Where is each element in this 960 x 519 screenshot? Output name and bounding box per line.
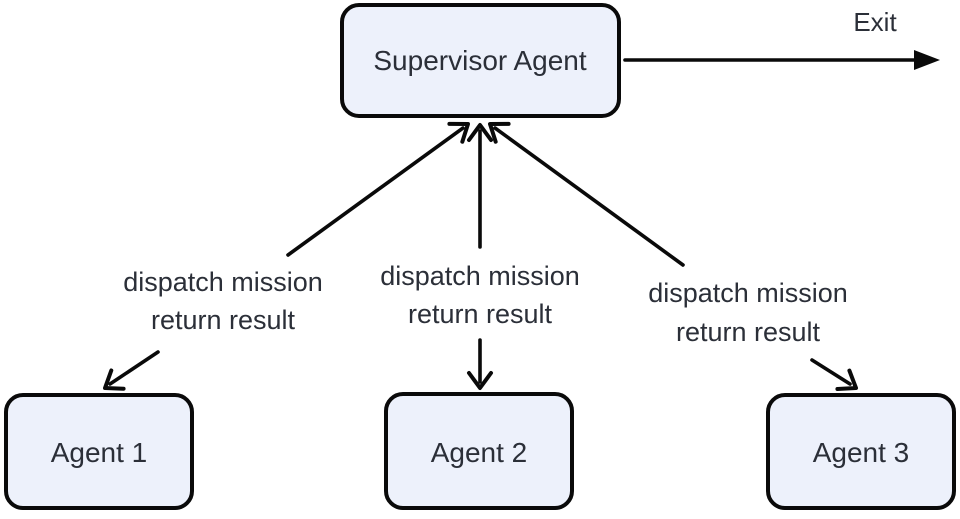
agent3-edge-lower-segment [810,358,852,386]
open-arrowhead-icon [103,368,126,391]
node-agent1: Agent 1 [4,393,194,510]
node-supervisor: Supervisor Agent [340,3,621,118]
filled-arrowhead-icon [914,50,940,70]
edge-supervisor-exit: Exit [623,7,940,70]
agent2-edge-label-line1: dispatch mission [380,261,580,291]
node-agent3: Agent 3 [766,393,956,510]
agent1-edge-label-line1: dispatch mission [123,267,323,297]
agent1-edge-upper-segment [286,126,465,257]
agent2-edge-label-line2: return result [408,299,553,329]
node-agent2-box [384,392,574,510]
node-agent2-label: Agent 2 [431,437,528,468]
open-arrowhead-icon [835,368,858,392]
node-agent1-label: Agent 1 [51,437,148,468]
agent3-edge-label-line1: dispatch mission [648,278,848,308]
node-supervisor-box [340,3,621,118]
edge-supervisor-agent1: dispatch mission return result [103,121,470,391]
agent1-edge-lower-segment [108,350,160,386]
edge-supervisor-agent3: dispatch mission return result [488,121,858,392]
edge-supervisor-agent2: dispatch mission return result [380,123,580,390]
agent3-edge-label-line2: return result [676,317,821,347]
node-supervisor-label: Supervisor Agent [373,45,586,76]
agent1-edge-label-line2: return result [151,305,296,335]
open-arrowhead-icon [467,371,493,390]
node-agent2: Agent 2 [384,392,574,510]
node-agent1-box [4,393,194,510]
node-agent3-box [766,393,956,510]
agent3-edge-upper-segment [493,126,685,267]
open-arrowhead-icon [467,123,493,142]
open-arrowhead-icon [447,121,470,144]
node-agent3-label: Agent 3 [813,437,910,468]
open-arrowhead-icon [488,121,511,144]
exit-edge-label: Exit [853,7,897,37]
